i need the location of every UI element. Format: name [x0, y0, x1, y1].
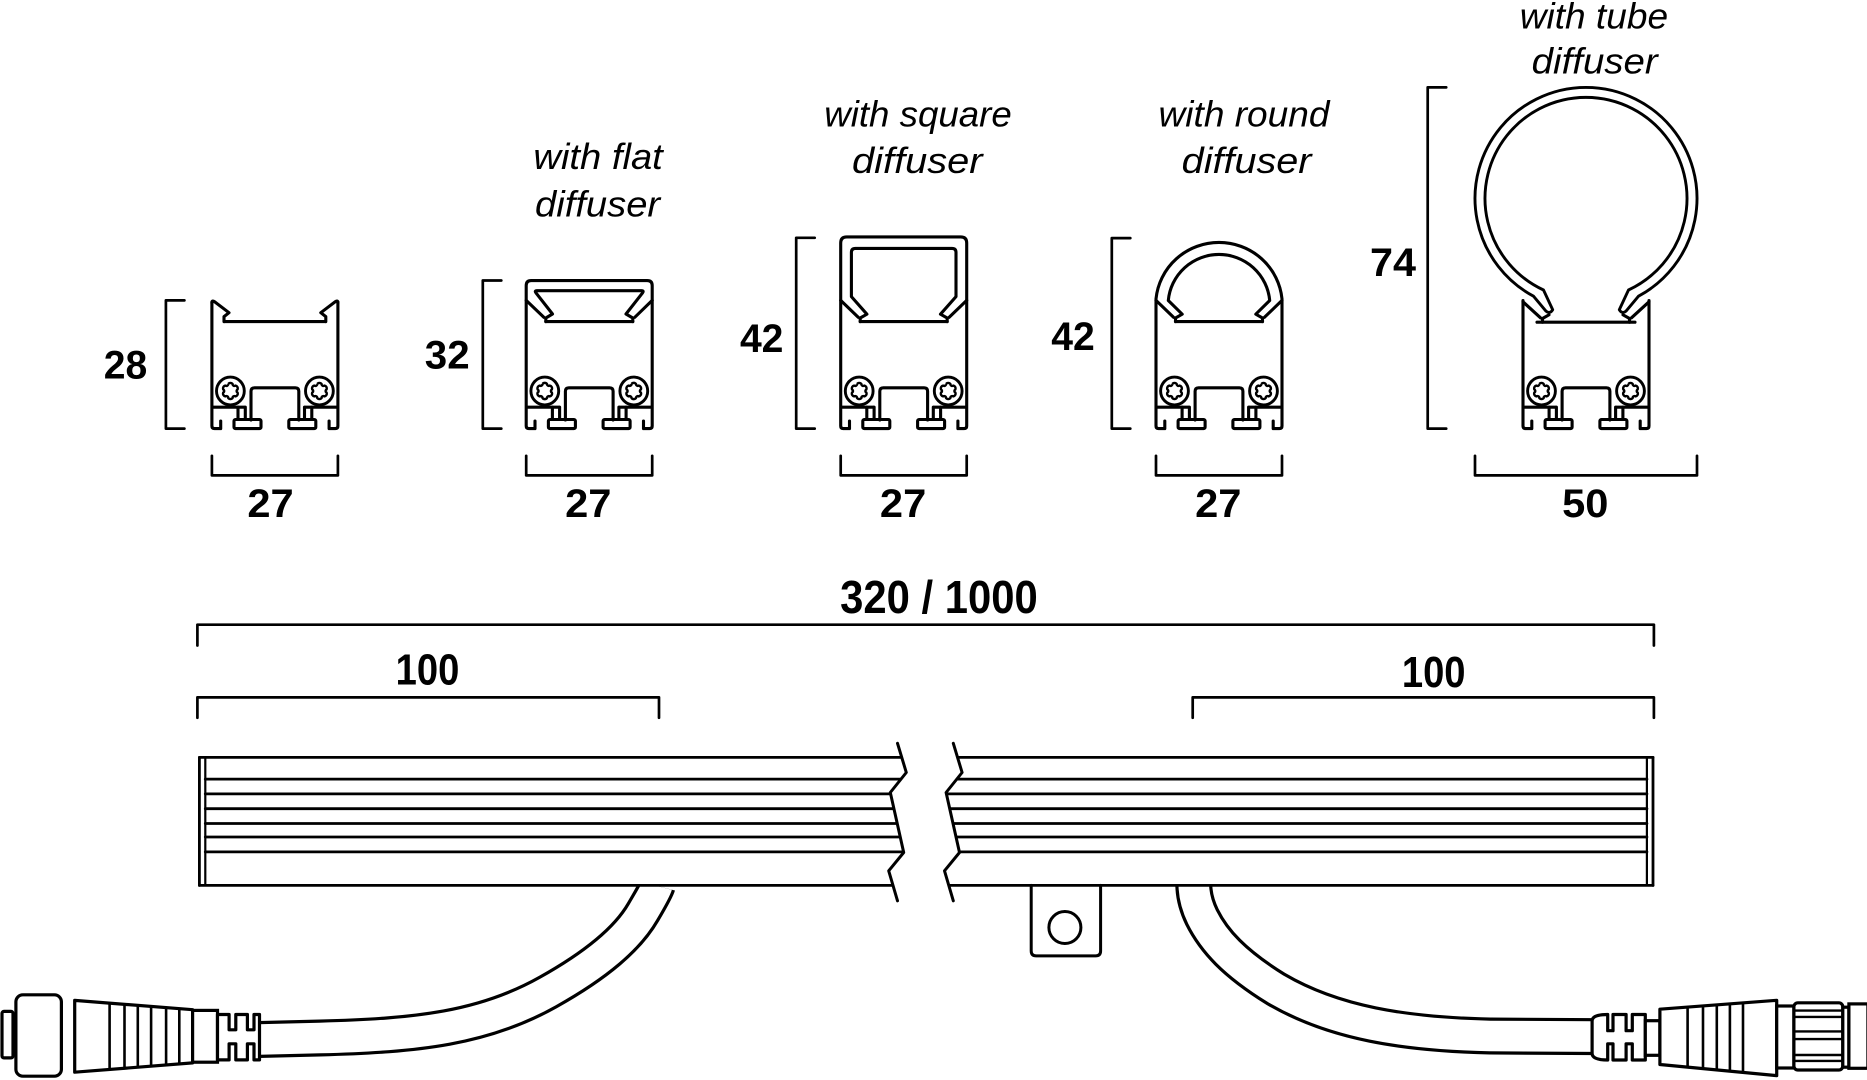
svg-text:diffuser: diffuser	[852, 140, 985, 181]
svg-text:with tube: with tube	[1520, 0, 1668, 36]
svg-text:50: 50	[1562, 482, 1608, 526]
svg-text:diffuser: diffuser	[1182, 140, 1314, 181]
svg-text:100: 100	[1402, 648, 1466, 697]
svg-text:74: 74	[1370, 241, 1417, 285]
svg-text:27: 27	[1195, 482, 1241, 526]
svg-text:100: 100	[396, 646, 460, 695]
svg-text:with round: with round	[1159, 94, 1332, 135]
svg-text:28: 28	[104, 343, 148, 387]
svg-text:diffuser: diffuser	[1532, 41, 1660, 82]
svg-text:42: 42	[740, 317, 784, 361]
svg-text:320 / 1000: 320 / 1000	[840, 571, 1038, 623]
svg-text:with flat: with flat	[533, 136, 664, 177]
svg-text:32: 32	[425, 333, 470, 377]
svg-text:27: 27	[247, 482, 293, 526]
svg-text:27: 27	[565, 482, 611, 526]
svg-text:with square: with square	[824, 94, 1012, 135]
svg-text:42: 42	[1051, 315, 1095, 359]
svg-text:27: 27	[880, 482, 926, 526]
svg-text:diffuser: diffuser	[535, 183, 662, 224]
